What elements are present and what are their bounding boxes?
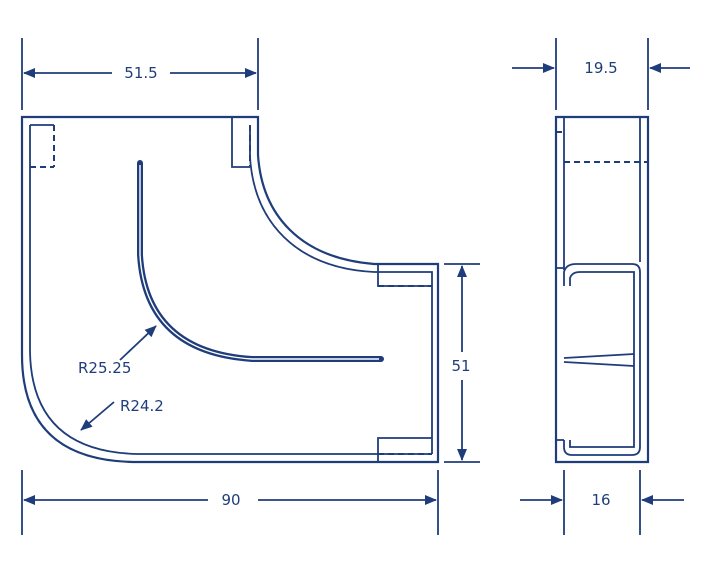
dimension-label-bottom-width: 90 <box>221 491 240 509</box>
elbow-inner-wall <box>29 125 432 455</box>
dimension-top-depth: 19.5 <box>512 38 690 110</box>
clip-right-upper <box>377 264 432 287</box>
dimension-top-width: 51.5 <box>21 38 259 110</box>
elbow-outer-outline <box>20 115 440 464</box>
clip-top-right <box>231 117 250 168</box>
side-channel-inner <box>569 271 635 448</box>
side-channel-outer <box>563 263 641 456</box>
radius-callout-outer: R24.2 <box>80 397 164 431</box>
side-hidden-line-top <box>556 131 648 163</box>
dimension-bottom-width: 90 <box>21 470 439 535</box>
side-view: 19.5 16 <box>512 38 690 535</box>
front-view: 51.5 90 51 R25.25 R24.2 <box>20 38 480 535</box>
divider-rib <box>137 160 384 362</box>
clip-right-lower <box>377 437 432 462</box>
radius-label-inner-rib: R25.25 <box>78 359 131 377</box>
leader-line <box>119 325 157 361</box>
clip-top-left-hidden <box>30 125 55 168</box>
side-outer-outline <box>554 115 650 464</box>
side-channel-lip <box>556 267 564 441</box>
dimension-right-height: 51 <box>444 263 480 463</box>
radius-callout-inner-rib: R25.25 <box>78 325 157 377</box>
dimension-label-bottom-depth: 16 <box>591 491 610 509</box>
dimension-label-top-width: 51.5 <box>124 64 157 82</box>
dimension-bottom-depth: 16 <box>520 470 684 535</box>
divider-rib-center <box>139 165 379 360</box>
elbow-inner-curve-wall <box>249 125 433 454</box>
radius-label-outer: R24.2 <box>120 397 164 415</box>
leader-line <box>80 401 115 431</box>
side-rib-taper <box>563 353 635 367</box>
dimension-label-top-depth: 19.5 <box>584 59 617 77</box>
dimension-label-right-height: 51 <box>451 357 470 375</box>
